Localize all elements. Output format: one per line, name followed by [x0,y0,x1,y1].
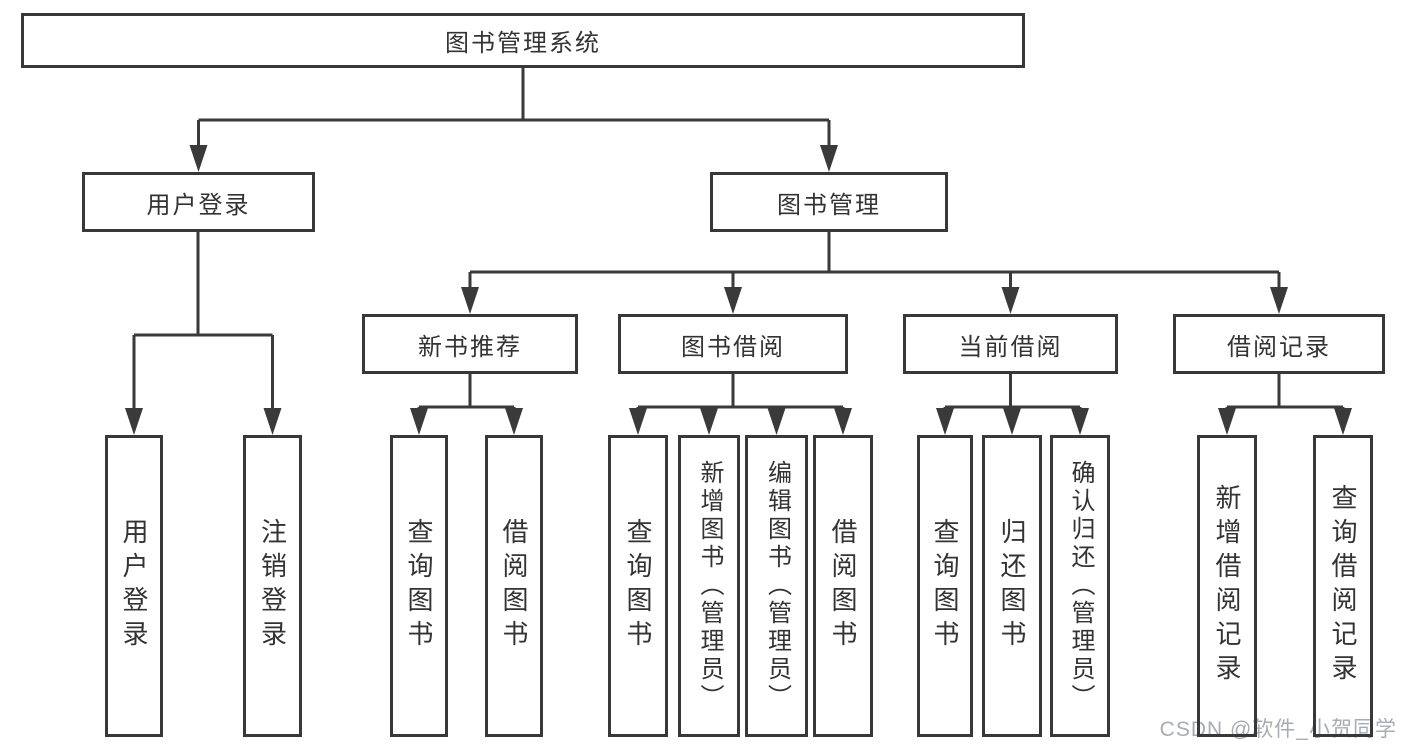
connector-new-book-recommend-to-leaves [410,374,523,435]
node-book-management: 图书管理 [710,172,948,232]
arrowhead [936,408,954,435]
connector-borrow-records-to-leaves [1218,374,1352,435]
connector-book-management-to-level3 [461,232,1288,314]
arrowhead [125,408,143,435]
leaf-current-query-books: 查询图书 [917,435,973,737]
arrowhead [834,408,852,435]
node-new-book-recommend: 新书推荐 [362,314,578,374]
connector-current-borrow-to-leaves [936,374,1089,435]
arrowhead [629,408,647,435]
node-book-borrow: 图书借阅 [618,314,848,374]
leaf-current-return-books: 归还图书 [982,435,1042,737]
arrowhead [1001,287,1020,314]
arrowhead [1071,408,1089,435]
leaf-borrow-edit-books-admin: 编辑图书（管理员） [745,435,808,737]
arrowhead [1270,287,1288,314]
arrowhead [263,408,282,435]
leaf-logout: 注销登录 [243,435,302,737]
node-user-login: 用户登录 [82,172,315,232]
connector-user-login-to-leaves [125,232,282,435]
node-borrow-records: 借阅记录 [1173,314,1385,374]
arrowhead [767,408,786,435]
leaf-user-login: 用户登录 [105,435,163,737]
arrowhead [410,408,428,435]
arrowhead [189,145,208,172]
arrowhead [1003,408,1021,435]
leaf-borrow-borrow-books: 借阅图书 [813,435,873,737]
connector-book-borrow-to-leaves [629,374,852,435]
arrowhead [700,408,718,435]
arrowhead [1218,408,1236,435]
leaf-borrow-query-books: 查询图书 [608,435,668,737]
node-current-borrow: 当前借阅 [903,314,1118,374]
node-root: 图书管理系统 [21,13,1025,68]
csdn-watermark: CSDN @软件_小贺同学 [1159,718,1397,741]
leaf-records-add-record: 新增借阅记录 [1197,435,1257,737]
arrowhead [461,287,479,314]
arrowhead [1334,408,1352,435]
leaf-recommend-borrow-books: 借阅图书 [485,435,543,737]
leaf-records-query-record: 查询借阅记录 [1313,435,1373,737]
arrowhead [820,145,838,172]
arrowhead [724,287,742,314]
arrowhead [505,408,523,435]
leaf-recommend-query-books: 查询图书 [390,435,448,737]
connector-root-to-level2 [189,68,838,172]
leaf-current-confirm-return-admin: 确认归还（管理员） [1050,435,1110,737]
leaf-borrow-add-books-admin: 新增图书（管理员） [678,435,740,737]
